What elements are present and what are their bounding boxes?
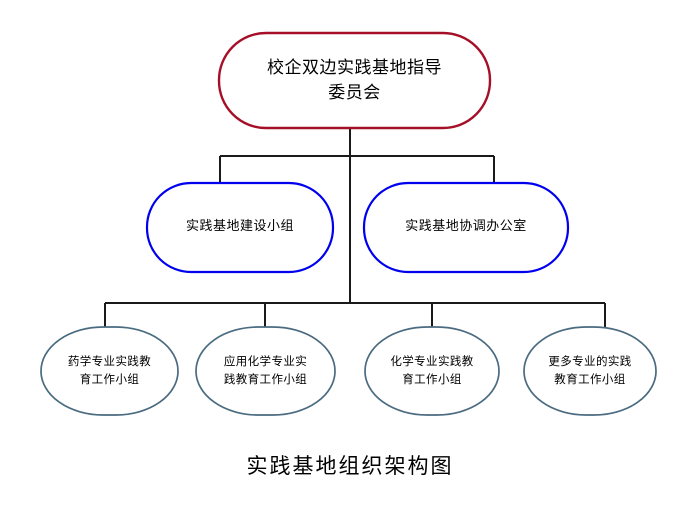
- node-level3-3-shape[interactable]: [364, 326, 500, 416]
- node-level2-2-shape[interactable]: [362, 181, 570, 274]
- node-level2-1-shape[interactable]: [145, 181, 335, 274]
- node-root-shape[interactable]: [217, 31, 492, 130]
- connector-lines: [104, 128, 606, 328]
- diagram-caption: 实践基地组织架构图: [246, 454, 454, 478]
- node-level3-1-shape[interactable]: [40, 326, 179, 416]
- node-level3-2-shape[interactable]: [195, 326, 336, 416]
- node-level3-4-shape[interactable]: [523, 326, 657, 416]
